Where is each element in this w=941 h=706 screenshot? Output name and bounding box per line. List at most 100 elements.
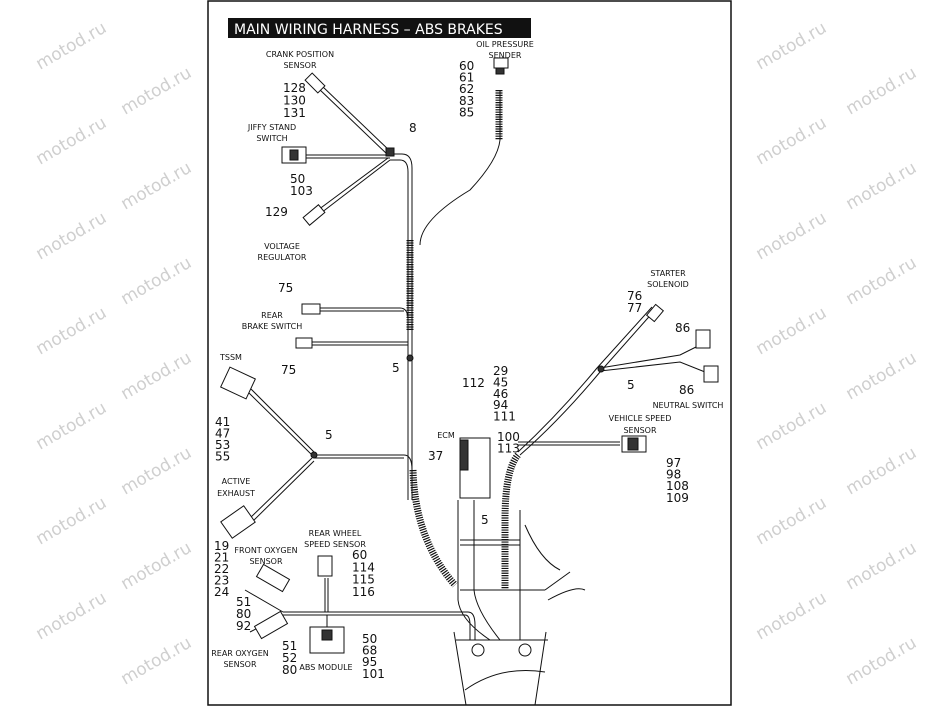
voltage-regulator-label: VOLTAGE: [264, 242, 300, 251]
oil-pressure-sender-ref-number: 83: [459, 94, 474, 108]
tssm-ref-number: 55: [215, 450, 230, 464]
oil-pressure-sender-ref-number: 62: [459, 82, 474, 96]
starter-solenoid-ref-number: 77: [627, 301, 642, 315]
watermark-text: motod.ru: [843, 633, 921, 689]
rear-oxygen-sensor-label: REAR OXYGEN: [211, 649, 269, 658]
abs-module-ref-number: 101: [362, 667, 385, 681]
watermark-text: motod.ru: [33, 18, 111, 74]
page-title: MAIN WIRING HARNESS – ABS BRAKES: [234, 22, 503, 38]
watermark-text: motod.ru: [753, 18, 831, 74]
starter-solenoid-ref-number: 76: [627, 289, 642, 303]
watermark-text: motod.ru: [33, 113, 111, 169]
watermark-text: motod.ru: [753, 493, 831, 549]
crank-position-sensor-ref-number: 131: [283, 106, 306, 120]
labels: CRANK POSITION SENSOR JIFFY STAND SWITCH…: [211, 40, 723, 672]
ecm-ref-number: 113: [497, 442, 520, 456]
ecm-ref-number: 37: [428, 449, 443, 463]
jiffy-stand-switch-ref-number: 103: [290, 184, 313, 198]
jiffy-stand-switch-label: JIFFY STAND: [247, 123, 296, 132]
tssm-ref-number: 53: [215, 438, 230, 452]
front-oxygen-sensor-ref-number: 92: [236, 619, 251, 633]
active-exhaust-label: ACTIVE: [222, 477, 251, 486]
rear-wheel-speed-sensor-ref-number: 114: [352, 560, 375, 574]
watermark-text: motod.ru: [118, 443, 196, 499]
vehicle-speed-sensor-label-2: SENSOR: [623, 426, 656, 435]
oil-pressure-sender-label-2: SENDER: [489, 51, 522, 60]
front-oxygen-sensor-ref-number: 80: [236, 607, 251, 621]
tssm-ref-number: 41: [215, 415, 230, 429]
jiffy-stand-switch-label-2: SWITCH: [256, 134, 287, 143]
rear-oxygen-sensor-ref-number: 80: [282, 663, 297, 677]
rear-oxygen-sensor-ref-number: 52: [282, 651, 297, 665]
vehicle-speed-sensor-label: VEHICLE SPEED: [609, 414, 672, 423]
harness-wires: [244, 85, 706, 706]
watermark-text: motod.ru: [843, 348, 921, 404]
watermark-text: motod.ru: [33, 398, 111, 454]
watermark-text: motod.ru: [753, 303, 831, 359]
ecm-ref-number: 46: [493, 387, 508, 401]
watermark-text: motod.ru: [843, 443, 921, 499]
ecm-ref-number: 29: [493, 364, 508, 378]
abs-module-ref-number: 50: [362, 632, 377, 646]
ecm-ref-number: 112: [462, 376, 485, 390]
rear-brake-switch-label-2: BRAKE SWITCH: [242, 322, 302, 331]
watermark-text: motod.ru: [843, 253, 921, 309]
oil-pressure-sender-ref-number: 61: [459, 71, 474, 85]
front-oxygen-sensor-label: FRONT OXYGEN: [234, 546, 297, 555]
clip-8-ref-number: 8: [409, 121, 417, 135]
watermark-text: motod.ru: [843, 158, 921, 214]
watermark-text: motod.ru: [33, 588, 111, 644]
ecm-ref-number: 5: [481, 513, 489, 527]
watermark-text: motod.ru: [753, 588, 831, 644]
crank-position-sensor-label-2: SENSOR: [283, 61, 316, 70]
vehicle-speed-sensor-ref-number: 109: [666, 491, 689, 505]
ecm-ref-number: 111: [493, 410, 516, 424]
diagram-frame: [207, 0, 732, 706]
rear-wheel-speed-sensor-ref-number: 116: [352, 585, 375, 599]
watermark-text: motod.ru: [118, 538, 196, 594]
active-exhaust-ref-number: 24: [214, 585, 229, 599]
connectors: [219, 57, 719, 654]
watermark-text: motod.ru: [118, 158, 196, 214]
vehicle-speed-sensor-ref-number: 97: [666, 456, 681, 470]
starter-solenoid-label: STARTER: [650, 269, 686, 278]
rear-brake-switch-label: REAR: [261, 311, 283, 320]
rear-wheel-speed-sensor-label-2: SPEED SENSOR: [304, 540, 366, 549]
watermark-text: motod.ru: [33, 303, 111, 359]
watermark-text: motod.ru: [843, 63, 921, 119]
active-exhaust-ref-number: 23: [214, 574, 229, 588]
watermark-text: motod.ru: [753, 398, 831, 454]
ecm-label: ECM: [437, 431, 455, 440]
oil-pressure-sender-ref-number: 60: [459, 59, 474, 73]
active-exhaust-ref-number: 21: [214, 551, 229, 565]
voltage-regulator-label-2: REGULATOR: [258, 253, 307, 262]
rear-wheel-speed-sensor-label: REAR WHEEL: [309, 529, 362, 538]
crank-position-sensor-ref-number: 128: [283, 81, 306, 95]
rear-brake-switch-ref-number: 75: [278, 281, 293, 295]
starter-solenoid-label-2: SOLENOID: [647, 280, 689, 289]
vehicle-speed-sensor-ref-number: 108: [666, 479, 689, 493]
clip-5-upper-ref-number: 5: [392, 361, 400, 375]
active-exhaust-ref-number: 19: [214, 539, 229, 553]
rear-brake-switch-ref-number: 75: [281, 363, 296, 377]
rear-oxygen-sensor-ref-number: 51: [282, 639, 297, 653]
active-exhaust-ref-number: 22: [214, 562, 229, 576]
front-oxygen-sensor-ref-number: 51: [236, 595, 251, 609]
rear-oxygen-sensor-label-2: SENSOR: [223, 660, 256, 669]
vehicle-speed-sensor-ref-number: 98: [666, 468, 681, 482]
ecm-ref-number: 100: [497, 430, 520, 444]
neutral-switch-ref-number: 86: [675, 321, 690, 335]
watermark-text: motod.ru: [118, 63, 196, 119]
abs-module-label: ABS MODULE: [299, 663, 352, 672]
rear-wheel-speed-sensor-ref-number: 60: [352, 548, 367, 562]
title-bar: [228, 18, 531, 38]
active-exhaust-label-2: EXHAUST: [217, 489, 255, 498]
watermark-text: motod.ru: [33, 493, 111, 549]
clip-5-left-ref-number: 5: [325, 428, 333, 442]
ecm-ref-number: 45: [493, 375, 508, 389]
front-oxygen-sensor-label-2: SENSOR: [249, 557, 282, 566]
watermark-text: motod.ru: [753, 208, 831, 264]
watermark-text: motod.ru: [118, 633, 196, 689]
